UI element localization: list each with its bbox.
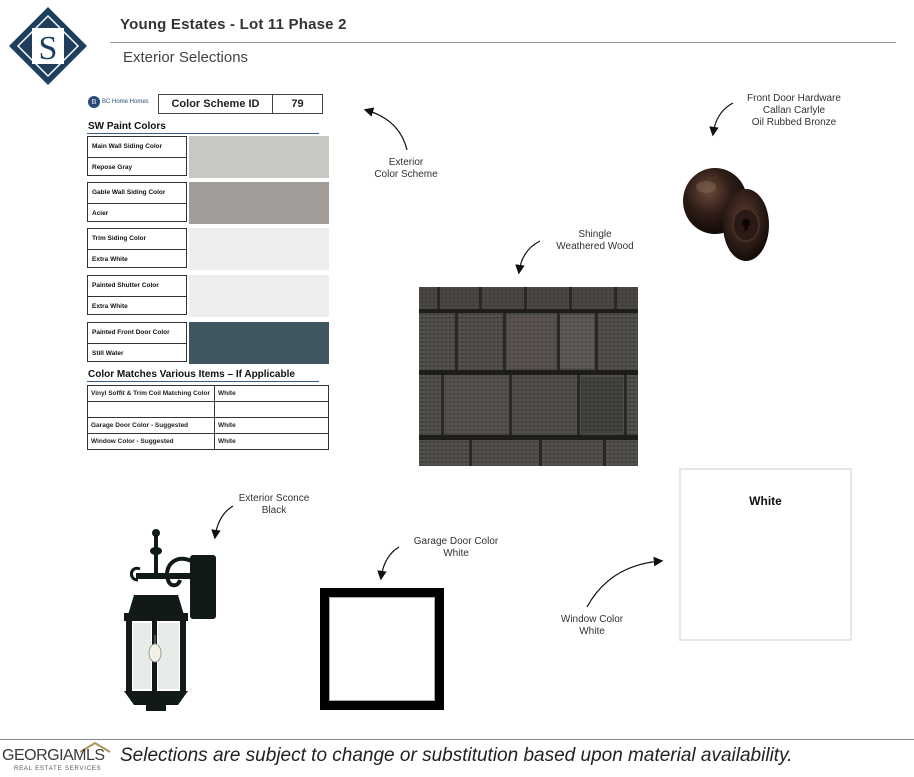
builder-name: BC Home Homes bbox=[102, 99, 149, 105]
color-matches-heading: Color Matches Various Items – If Applica… bbox=[88, 369, 295, 380]
paint-area: Gable Wall Siding Color bbox=[92, 189, 166, 196]
arrow-garage-door bbox=[377, 546, 400, 581]
company-logo: S bbox=[9, 7, 87, 85]
label-door-hardware: Front Door Hardware Callan Carlyle Oil R… bbox=[747, 93, 841, 128]
color-scheme-id-box: Color Scheme ID 79 bbox=[158, 94, 323, 114]
arrow-exterior-scheme bbox=[363, 107, 408, 151]
shingle-image bbox=[419, 287, 638, 466]
builder-logo-mark: B bbox=[88, 96, 100, 108]
window-swatch-label: White bbox=[749, 494, 782, 508]
matches-heading-rule bbox=[87, 381, 319, 382]
label-exterior-scheme: Exterior Color Scheme bbox=[374, 157, 438, 180]
arrow-door-hardware bbox=[709, 102, 734, 137]
disclaimer-text: Selections are subject to change or subs… bbox=[120, 745, 793, 766]
table-row: Window Color - Suggested White bbox=[87, 433, 329, 450]
paint-heading-rule bbox=[87, 133, 319, 134]
label-shingle: Shingle Weathered Wood bbox=[556, 229, 634, 252]
georgia-mls-logo: GEORGIAMLS REAL ESTATE SERVICES bbox=[0, 741, 114, 777]
arrow-sconce bbox=[211, 505, 234, 540]
color-scheme-id: 79 bbox=[291, 98, 304, 110]
color-matches-table: Vinyl Soffit & Trim Coil Matching Color … bbox=[87, 385, 329, 450]
color-scheme-label: Color Scheme ID bbox=[159, 95, 273, 113]
mls-brand: GEORGIAMLS bbox=[2, 747, 105, 764]
label-sconce: Exterior Sconce Black bbox=[238, 493, 310, 516]
paint-color-name: Acier bbox=[92, 210, 109, 217]
arrow-window bbox=[586, 556, 664, 608]
paint-swatch bbox=[189, 182, 329, 224]
paint-area: Painted Front Door Color bbox=[92, 329, 170, 336]
builder-logo: B BC Home Homes bbox=[88, 96, 149, 108]
paint-swatch bbox=[189, 228, 329, 270]
exterior-sconce-image bbox=[124, 529, 216, 711]
mls-subtitle: REAL ESTATE SERVICES bbox=[14, 766, 102, 772]
paint-row: Main Wall Siding Color Repose Gray bbox=[87, 136, 187, 176]
paint-color-name: Extra White bbox=[92, 256, 128, 263]
arrow-shingle bbox=[515, 240, 541, 275]
paint-swatch bbox=[189, 322, 329, 364]
paint-color-name: Repose Gray bbox=[92, 164, 133, 171]
paint-row: Trim Siding Color Extra White bbox=[87, 228, 187, 268]
footer-divider bbox=[0, 739, 914, 740]
paint-area: Main Wall Siding Color bbox=[92, 143, 163, 150]
door-knob-image bbox=[683, 168, 769, 261]
header-divider bbox=[110, 42, 896, 43]
paint-area: Trim Siding Color bbox=[92, 235, 147, 242]
paint-swatch bbox=[189, 136, 329, 178]
paint-row: Painted Front Door Color Still Water bbox=[87, 322, 187, 362]
page-title: Young Estates - Lot 11 Phase 2 bbox=[120, 16, 347, 33]
label-garage-door: Garage Door Color White bbox=[413, 536, 499, 559]
paint-area: Painted Shutter Color bbox=[92, 282, 159, 289]
paint-swatch bbox=[189, 275, 329, 317]
window-color-swatch: White bbox=[679, 468, 852, 641]
paint-colors-heading: SW Paint Colors bbox=[88, 121, 166, 132]
roof-icon bbox=[79, 741, 111, 753]
label-window: Window Color White bbox=[560, 614, 624, 637]
paint-color-name: Extra White bbox=[92, 303, 128, 310]
paint-color-name: Still Water bbox=[92, 350, 124, 357]
logo-letter: S bbox=[39, 30, 58, 67]
garage-door-swatch bbox=[320, 588, 444, 710]
match-value: White bbox=[214, 433, 329, 450]
page-subtitle: Exterior Selections bbox=[123, 49, 249, 66]
paint-row: Painted Shutter Color Extra White bbox=[87, 275, 187, 315]
paint-row: Gable Wall Siding Color Acier bbox=[87, 182, 187, 222]
